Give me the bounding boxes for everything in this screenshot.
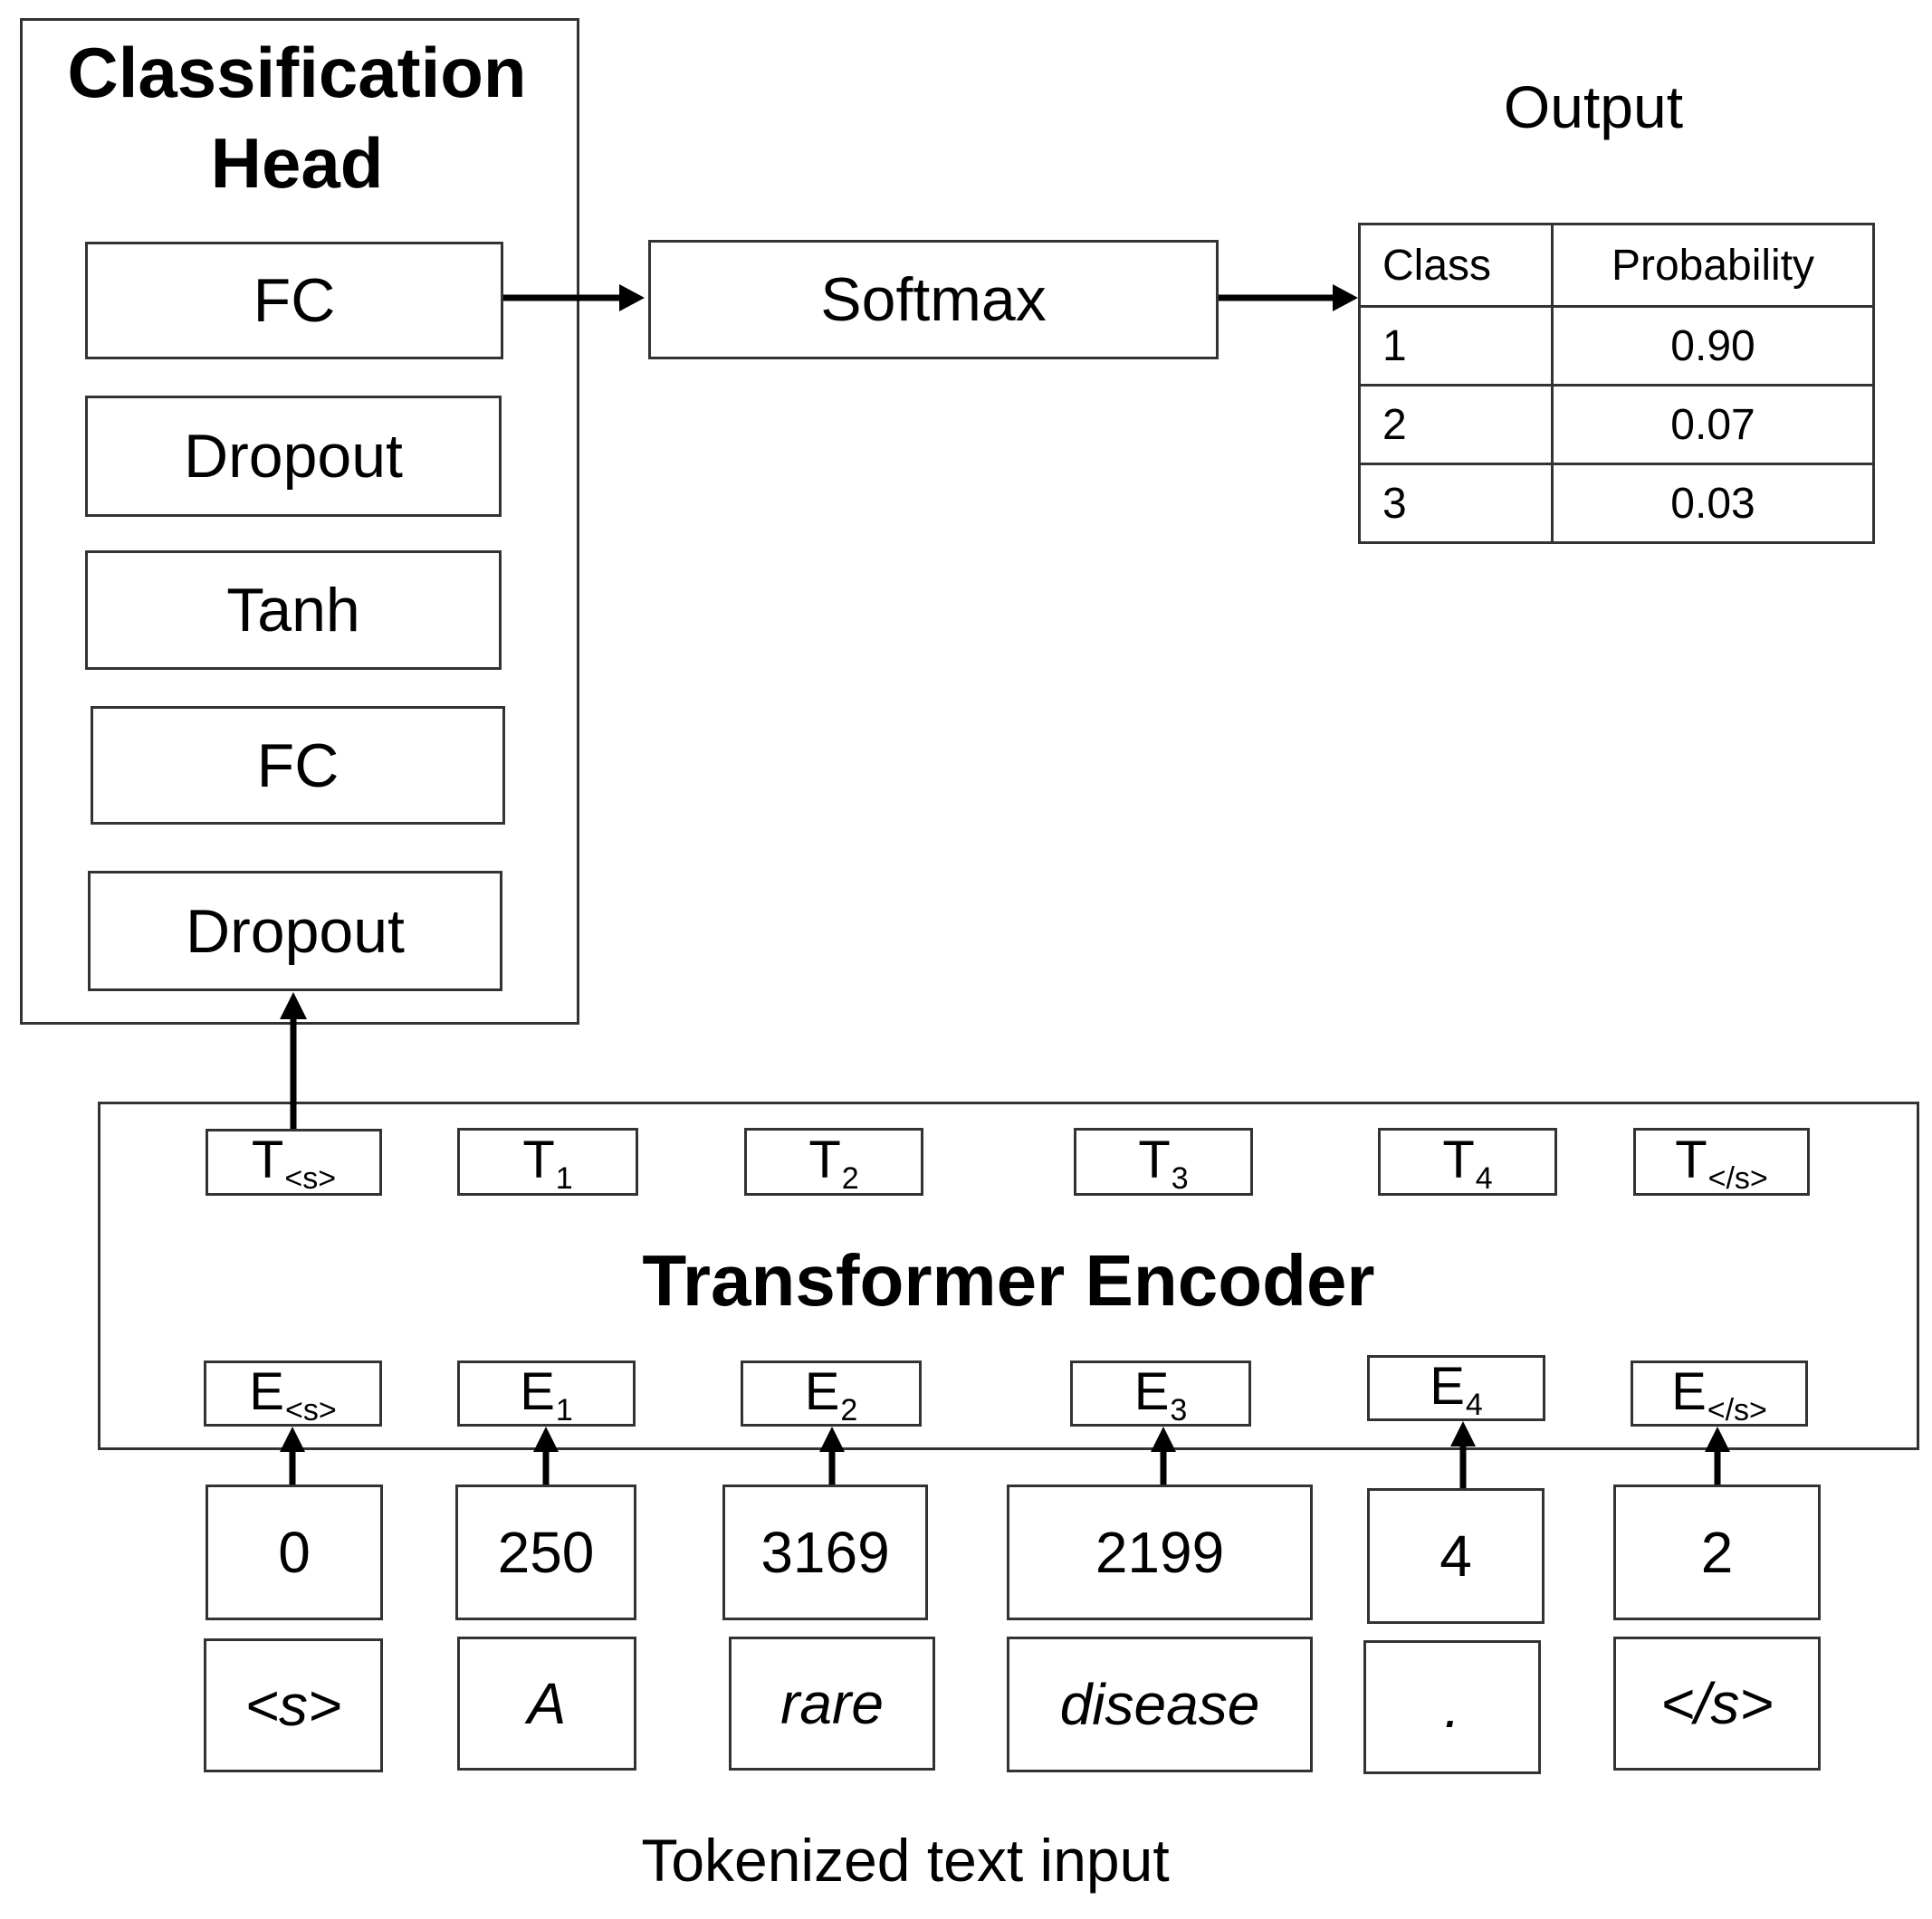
arrow-head [819,1427,845,1452]
token-subscript: 4 [1465,1387,1483,1422]
token-subscript: 3 [1170,1392,1188,1427]
token-symbol: E [804,1361,840,1421]
layer-tanh: Tanh [85,550,502,670]
table-row: 1 0.90 [1358,305,1875,387]
token-symbol: E [1133,1361,1170,1421]
row-class: 2 [1358,384,1554,465]
row-probability: 0.03 [1551,463,1875,544]
encoder-output-t-end: T</s> [1633,1128,1810,1196]
classification-head-title: Classification Head [20,27,574,208]
output-table: Class Probability 1 0.90 2 0.07 3 0.03 [1358,223,1875,544]
token-subscript: 2 [840,1392,858,1427]
arrow-head [280,992,307,1019]
classification-head [20,18,579,1025]
token-id: 0 [206,1485,383,1620]
encoder-title: Transformer Encoder [642,1240,1375,1321]
token-id: 2199 [1007,1485,1313,1620]
output-table-header: Class Probability [1358,223,1875,308]
table-row: 3 0.03 [1358,463,1875,544]
arrow-head [1450,1421,1476,1446]
token-subscript: 2 [841,1160,859,1196]
token-symbol: E [249,1361,284,1421]
header-probability: Probability [1551,223,1875,308]
token-subscript: 1 [555,1392,573,1427]
token-subscript: </s> [1707,1160,1768,1196]
layer-dropout-upper: Dropout [85,396,502,517]
row-probability: 0.07 [1551,384,1875,465]
token-symbol: E [1671,1361,1707,1421]
layer-fc-top: FC [85,242,503,359]
arrow-head [619,284,645,311]
row-probability: 0.90 [1551,305,1875,387]
header-class: Class [1358,223,1554,308]
token-subscript: </s> [1707,1392,1767,1427]
layer-dropout-lower: Dropout [88,871,502,991]
arrow-head [533,1427,559,1452]
token-subscript: 1 [555,1160,573,1196]
row-class: 3 [1358,463,1554,544]
transformer-encoder [98,1102,1919,1450]
token-symbol: T [522,1130,555,1189]
softmax-box: Softmax [648,240,1219,359]
token-symbol: E [1430,1356,1465,1416]
token-subscript: 3 [1171,1160,1189,1196]
token-id: 3169 [722,1485,928,1620]
embedding-e-s: E<s> [204,1360,382,1427]
token-text: A [457,1637,636,1771]
embedding-e-end: E</s> [1631,1360,1808,1427]
token-id: 4 [1367,1488,1545,1624]
arrow-head [1151,1427,1176,1452]
token-text: rare [729,1637,935,1771]
token-text: . [1363,1640,1541,1774]
head-title-line1: Classification [67,33,527,112]
token-subscript: <s> [284,1392,337,1427]
token-symbol: T [251,1131,284,1189]
token-symbol: T [1442,1130,1475,1189]
layer-fc-bottom: FC [91,706,505,825]
token-symbol: E [520,1361,555,1421]
token-symbol: T [808,1130,841,1189]
arrow-head [1333,284,1358,311]
token-subscript: 4 [1475,1160,1493,1196]
row-class: 1 [1358,305,1554,387]
token-symbol: T [1675,1130,1707,1189]
head-title-line2: Head [210,123,384,203]
encoder-output-t-s: T<s> [206,1129,382,1196]
arrow-head [1705,1427,1730,1452]
token-symbol: T [1138,1130,1171,1189]
token-text: </s> [1613,1637,1821,1771]
token-id: 250 [455,1485,636,1620]
token-text: disease [1007,1637,1313,1772]
token-id: 2 [1613,1485,1821,1620]
input-label: Tokenized text input [641,1827,1170,1894]
token-text: <s> [204,1638,383,1772]
output-title: Output [1503,73,1684,140]
table-row: 2 0.07 [1358,384,1875,465]
token-subscript: <s> [284,1161,337,1196]
arrow-head [280,1427,305,1452]
